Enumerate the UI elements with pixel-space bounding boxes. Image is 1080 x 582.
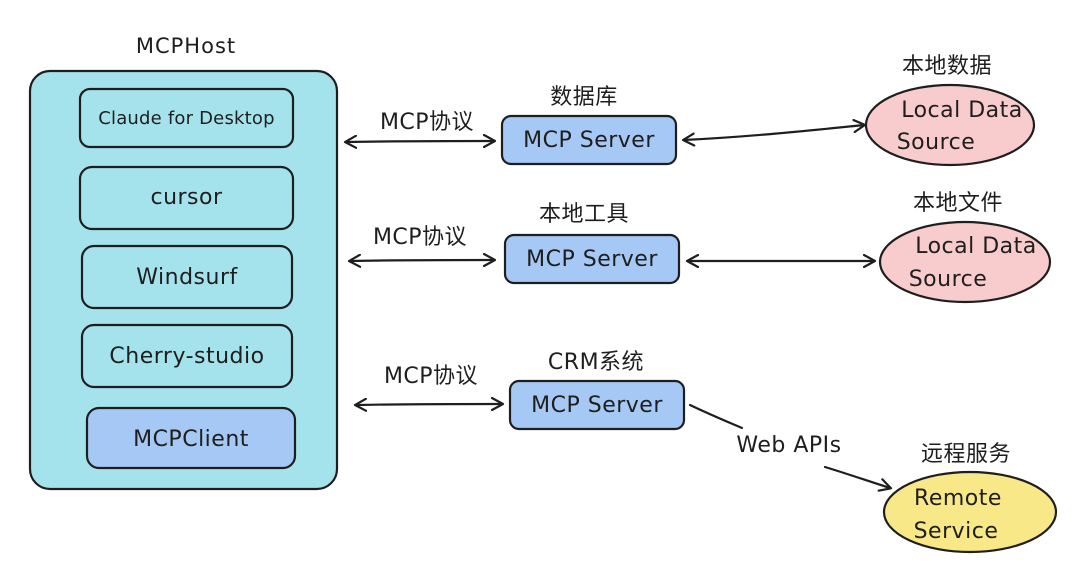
target-caption-2: 本地文件 (913, 191, 1003, 216)
client-label-mcpclient: MCPClient (133, 427, 249, 452)
target-caption-1: 本地数据 (902, 54, 992, 79)
mcp-server-box-2 (503, 233, 681, 285)
protocol-arrow-2 (350, 260, 494, 261)
local-data-source-2 (878, 220, 1052, 304)
server-caption-2: 本地工具 (539, 202, 629, 227)
local-data-source-1-line-2: Source (897, 130, 976, 155)
remote-service-line-1: Remote (914, 486, 1002, 511)
mcp-server-box-3 (508, 379, 686, 431)
data-link-arrow-1 (684, 125, 864, 140)
local-data-source-1 (864, 83, 1036, 167)
web-api-link-segment-1 (688, 403, 744, 430)
server-caption-1: 数据库 (550, 85, 618, 110)
protocol-arrow-3 (356, 404, 502, 405)
client-cursor: cursor (78, 165, 295, 231)
remote-service-line-2: Service (914, 519, 999, 544)
row-crm-system: MCP协议 CRM系统 MCP Server Web APIs 远程服务 Rem… (356, 350, 1058, 554)
client-label-cherry-studio: Cherry-studio (109, 344, 264, 369)
server-caption-3: CRM系统 (548, 350, 644, 375)
mcp-server-label-2: MCP Server (526, 247, 658, 272)
remote-service (882, 470, 1058, 554)
client-mcpclient: MCPClient (85, 406, 297, 470)
web-apis-label: Web APIs (736, 433, 841, 458)
client-label-cursor: cursor (150, 185, 223, 210)
mcp-server-label-3: MCP Server (531, 393, 663, 418)
client-cherry-studio: Cherry-studio (80, 323, 294, 389)
local-data-source-2-line-1: Local Data (915, 234, 1037, 259)
client-label-claude-for-desktop: Claude for Desktop (98, 108, 275, 129)
mcp-server-box-1 (500, 114, 678, 166)
protocol-arrow-1 (346, 141, 494, 142)
protocol-label-2: MCP协议 (373, 225, 467, 250)
client-label-windsurf: Windsurf (136, 265, 238, 290)
mcp-server-label-1: MCP Server (523, 128, 655, 153)
target-caption-3: 远程服务 (921, 442, 1011, 467)
row-database: MCP协议 数据库 MCP Server 本地数据 Local Data Sou… (346, 54, 1036, 167)
client-windsurf: Windsurf (80, 244, 294, 310)
local-data-source-1-line-1: Local Data (901, 98, 1023, 123)
host-title: MCPHost (136, 34, 236, 58)
protocol-label-1: MCP协议 (380, 110, 474, 135)
protocol-label-3: MCP协议 (384, 364, 478, 389)
web-api-link-arrow (823, 465, 890, 488)
local-data-source-2-line-2: Source (909, 267, 988, 292)
client-claude-for-desktop: Claude for Desktop (78, 87, 295, 149)
row-local-tools: MCP协议 本地工具 MCP Server 本地文件 Local Data So… (350, 191, 1052, 304)
